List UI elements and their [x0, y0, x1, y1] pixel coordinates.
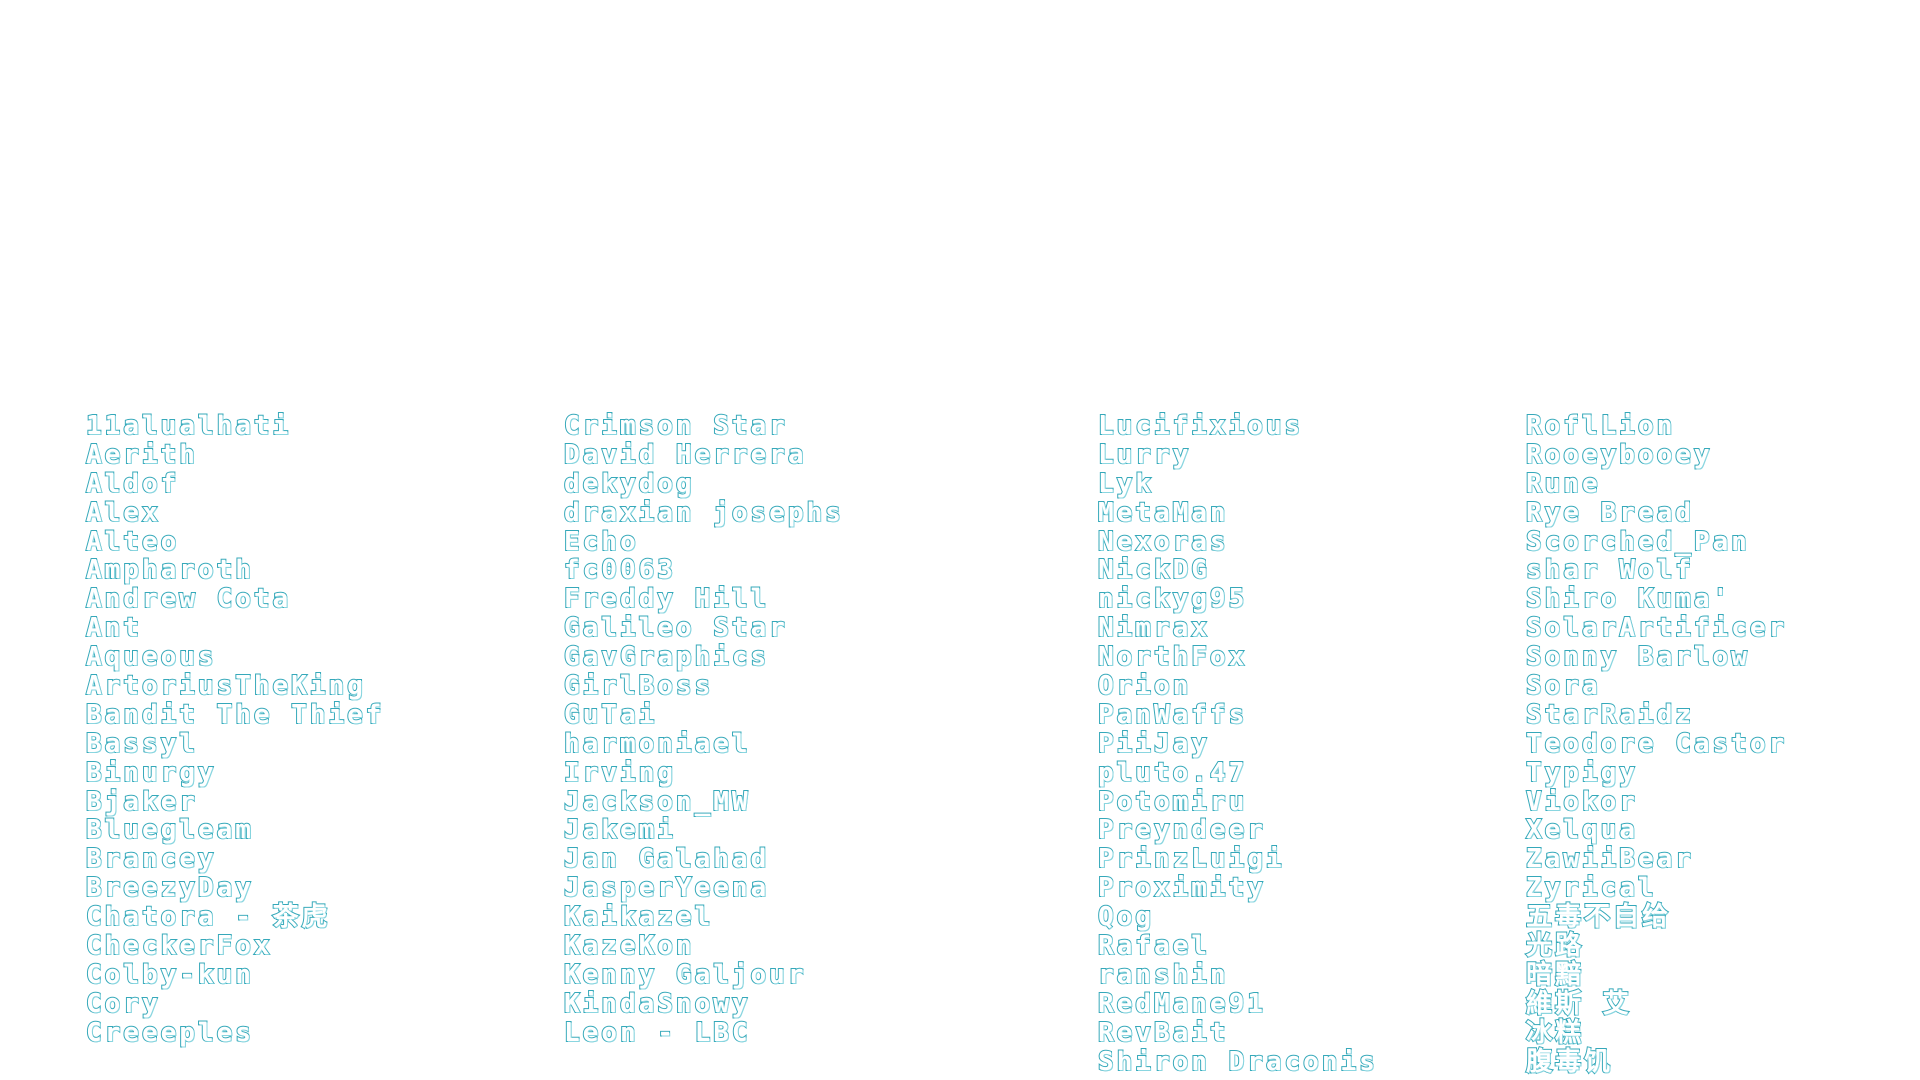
credit-name: shar Wolf — [1525, 555, 1694, 586]
credit-name: Rafael — [1097, 931, 1210, 962]
credit-name: CheckerFox — [85, 931, 273, 962]
credit-name: Bluegleam — [85, 815, 254, 846]
credit-name: 暗黯 — [1525, 959, 1585, 990]
credit-name: Lyk — [1097, 468, 1154, 499]
credit-name: Rooeybooey — [1525, 439, 1713, 470]
credit-name: Chatora - 茶虎 — [85, 902, 331, 933]
credit-name: Bassyl — [85, 728, 198, 759]
credit-name: NickDG — [1097, 555, 1210, 586]
credit-name: Echo — [563, 526, 639, 557]
credit-name: 五毒不自给 — [1525, 902, 1672, 933]
credit-name: Bjaker — [85, 786, 198, 817]
credits-column-4: RoflLion Rooeybooey Rune Rye Bread Scorc… — [1525, 411, 1788, 1077]
credit-name: GavGraphics — [563, 642, 770, 673]
credit-name: Brancey — [85, 844, 217, 875]
credit-name: Galileo Star — [563, 613, 788, 644]
credit-name: draxian josephs — [563, 497, 844, 528]
credit-name: Xelqua — [1525, 815, 1638, 846]
credit-name: Leon - LBC — [563, 1017, 751, 1048]
credits-column-1: 11alualhati Aerith Aldof Alex Alteo Amph… — [85, 411, 385, 1048]
credit-name: RedMane91 — [1097, 988, 1266, 1019]
credit-name: Jakemi — [563, 815, 676, 846]
credit-name: Orion — [1097, 671, 1192, 702]
credit-name: Nexoras — [1097, 526, 1229, 557]
credit-name: Zyrical — [1525, 873, 1657, 904]
credit-name: Scorched_Pan — [1525, 526, 1750, 557]
credit-name: harmoniael — [563, 728, 751, 759]
credit-name: Kaikazel — [563, 902, 714, 933]
credit-name: KazeKon — [563, 931, 695, 962]
credit-name: Ant — [85, 613, 142, 644]
credit-name: 光路 — [1525, 931, 1585, 962]
credit-name: ArtoriusTheKing — [85, 671, 366, 702]
credit-name: Cory — [85, 988, 161, 1019]
credit-name: Shiro Kuma' — [1525, 584, 1732, 615]
credit-name: nickyg95 — [1097, 584, 1248, 615]
credit-name: StarRaidz — [1525, 699, 1694, 730]
credit-name: Preyndeer — [1097, 815, 1266, 846]
credit-name: pluto.47 — [1097, 757, 1248, 788]
credit-name: fc0063 — [563, 555, 676, 586]
credit-name: ZawiiBear — [1525, 844, 1694, 875]
credit-name: Sonny Barlow — [1525, 642, 1750, 673]
credit-name: Lurry — [1097, 439, 1192, 470]
credit-name: Shiron Draconis — [1097, 1046, 1378, 1077]
credit-name: 腹毒饥 — [1525, 1046, 1614, 1077]
credit-name: 11alualhati — [85, 411, 292, 441]
credit-name: Aqueous — [85, 642, 217, 673]
credit-name: Crimson Star — [563, 411, 788, 441]
credit-name: Freddy Hill — [563, 584, 770, 615]
credit-name: Binurgy — [85, 757, 217, 788]
credit-name: BreezyDay — [85, 873, 254, 904]
credits-column-2: Crimson Star David Herrera dekydog draxi… — [563, 411, 844, 1048]
credit-name: dekydog — [563, 468, 695, 499]
credit-name: MetaMan — [1097, 497, 1229, 528]
credit-name: Jan Galahad — [563, 844, 770, 875]
credit-name: Qog — [1097, 902, 1154, 933]
credit-name: Aerith — [85, 439, 198, 470]
credit-name: 冰糕 — [1525, 1017, 1585, 1048]
credit-name: Teodore Castor — [1525, 728, 1788, 759]
credit-name: Typigy — [1525, 757, 1638, 788]
credit-name: ranshin — [1097, 959, 1229, 990]
credit-name: RevBait — [1097, 1017, 1229, 1048]
credit-name: PiiJay — [1097, 728, 1210, 759]
credit-name: PrinzLuigi — [1097, 844, 1285, 875]
credit-name: SolarArtificer — [1525, 613, 1788, 644]
credits-column-3: Lucifixious Lurry Lyk MetaMan Nexoras Ni… — [1097, 411, 1378, 1077]
credits-list: 11alualhati Aerith Aldof Alex Alteo Amph… — [0, 411, 1920, 1076]
credit-name: Rye Bread — [1525, 497, 1694, 528]
credit-name: Aldof — [85, 468, 180, 499]
credit-name: RoflLion — [1525, 411, 1676, 441]
credit-name: GuTai — [563, 699, 658, 730]
credit-name: Alteo — [85, 526, 180, 557]
credit-name: GirlBoss — [563, 671, 714, 702]
credit-name: Andrew Cota — [85, 584, 292, 615]
credit-name: Sora — [1525, 671, 1601, 702]
credit-name: PanWaffs — [1097, 699, 1248, 730]
credit-name: Alex — [85, 497, 161, 528]
credit-name: David Herrera — [563, 439, 807, 470]
credit-name: 維斯 艾 — [1525, 988, 1632, 1019]
credit-name: Nimrax — [1097, 613, 1210, 644]
credit-name: Bandit The Thief — [85, 699, 385, 730]
credit-name: Creeeples — [85, 1017, 254, 1048]
credit-name: Proximity — [1097, 873, 1266, 904]
credit-name: Irving — [563, 757, 676, 788]
credit-name: KindaSnowy — [563, 988, 751, 1019]
credit-name: Colby-kun — [85, 959, 254, 990]
credit-name: Viokor — [1525, 786, 1638, 817]
credit-name: Jackson_MW — [563, 786, 751, 817]
credit-name: Ampharoth — [85, 555, 254, 586]
credit-name: JasperYeena — [563, 873, 770, 904]
credit-name: Rune — [1525, 468, 1601, 499]
credit-name: Lucifixious — [1097, 411, 1304, 441]
credit-name: Kenny Galjour — [563, 959, 807, 990]
credit-name: NorthFox — [1097, 642, 1248, 673]
credit-name: Potomiru — [1097, 786, 1248, 817]
